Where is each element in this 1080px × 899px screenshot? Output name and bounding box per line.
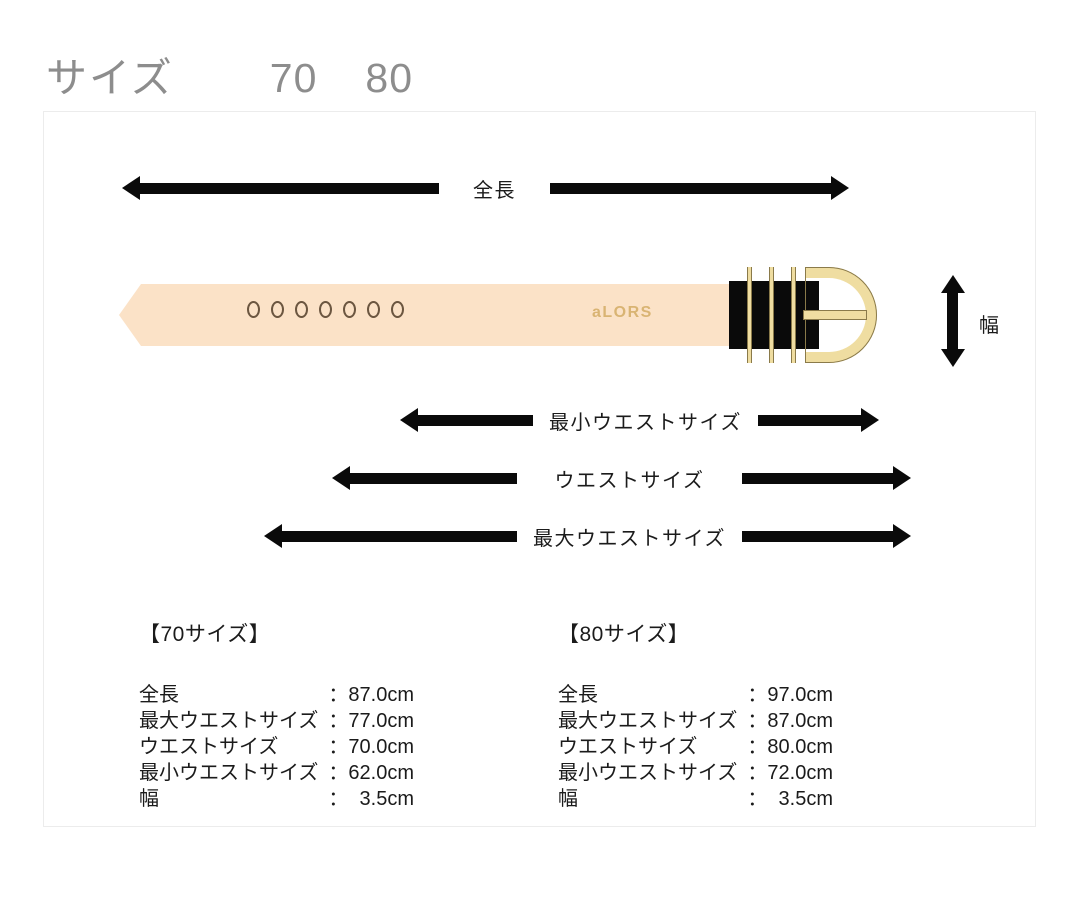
spec-value: 80.0cm — [767, 736, 833, 758]
arrow-right-waist — [742, 472, 894, 484]
arrow-right-max-waist — [742, 530, 894, 542]
measure-row-total-length: 全長 — [121, 171, 868, 205]
belt-holes-group — [247, 301, 404, 318]
belt-hole — [295, 301, 308, 318]
spec-colon: ： — [328, 762, 349, 784]
measure-row-max-waist: 最大ウエストサイズ — [263, 519, 929, 553]
table-row: 最小ウエストサイズ ： 72.0cm — [558, 760, 833, 786]
spec-colon: ： — [328, 736, 349, 758]
spec-value: 62.0cm — [348, 762, 414, 784]
arrow-left-total-length — [139, 182, 439, 194]
size-option-80[interactable]: 80 — [365, 55, 413, 101]
size-diagram-card: 全長 aLORS 幅 最小ウエストサイ — [43, 111, 1036, 827]
table-row: ウエストサイズ ： 80.0cm — [558, 734, 833, 760]
spec-colon: ： — [747, 736, 768, 758]
measure-row-waist: ウエストサイズ — [331, 461, 929, 495]
belt-illustration: aLORS — [119, 253, 891, 371]
belt-hole — [391, 301, 404, 318]
keeper-stitch — [747, 267, 752, 363]
measure-row-min-waist: 最小ウエストサイズ — [399, 403, 929, 437]
spec-block-70: 【70サイズ】 全長 ： 87.0cm 最大ウエストサイズ ： 77.0cm ウ… — [139, 618, 414, 812]
spec-value: 72.0cm — [767, 762, 833, 784]
belt-strap — [119, 284, 739, 346]
spec-value: 3.5cm — [359, 788, 414, 810]
belt-hole — [247, 301, 260, 318]
spec-colon: ： — [328, 684, 349, 706]
spec-key: 全長 — [558, 684, 598, 706]
spec-key: 幅 — [558, 788, 578, 810]
keeper-stitch — [791, 267, 796, 363]
arrow-left-min-waist — [417, 414, 533, 426]
spec-value: 87.0cm — [348, 684, 414, 706]
buckle-prong — [803, 310, 867, 320]
spec-table-70: 全長 ： 87.0cm 最大ウエストサイズ ： 77.0cm ウエストサイズ ：… — [139, 682, 414, 812]
spec-value: 87.0cm — [767, 710, 833, 732]
spec-colon: ： — [747, 762, 768, 784]
page-title: サイズ — [46, 55, 174, 101]
table-row: 全長 ： 97.0cm — [558, 682, 833, 708]
spec-key: 全長 — [139, 684, 179, 706]
belt-brand-logo: aLORS — [592, 304, 653, 321]
buckle-ring — [805, 267, 877, 363]
arrow-left-max-waist — [281, 530, 517, 542]
spec-key: 最小ウエストサイズ — [558, 762, 738, 784]
spec-key: 幅 — [139, 788, 159, 810]
spec-colon: ： — [328, 710, 349, 732]
arrow-right-min-waist — [758, 414, 862, 426]
spec-key: ウエストサイズ — [558, 736, 698, 758]
size-option-70[interactable]: 70 — [269, 55, 318, 101]
spec-colon: ： — [747, 684, 768, 706]
spec-value: 3.5cm — [778, 788, 833, 810]
spec-block-80: 【80サイズ】 全長 ： 97.0cm 最大ウエストサイズ ： 87.0cm ウ… — [558, 618, 833, 812]
table-row: 全長 ： 87.0cm — [139, 682, 414, 708]
spec-colon: ： — [747, 710, 768, 732]
spec-value: 70.0cm — [348, 736, 414, 758]
width-indicator: 幅 — [939, 279, 1039, 363]
table-row: 最大ウエストサイズ ： 77.0cm — [139, 708, 414, 734]
label-max-waist: 最大ウエストサイズ — [533, 527, 726, 550]
table-row: 幅 ： 3.5cm — [558, 786, 833, 812]
arrow-right-total-length — [550, 182, 832, 194]
label-min-waist: 最小ウエストサイズ — [549, 411, 742, 434]
arrow-left-waist — [349, 472, 517, 484]
spec-title-70: 【70サイズ】 — [139, 623, 271, 646]
spec-value: 77.0cm — [348, 710, 414, 732]
spec-key: ウエストサイズ — [139, 736, 279, 758]
spec-table-80: 全長 ： 97.0cm 最大ウエストサイズ ： 87.0cm ウエストサイズ ：… — [558, 682, 833, 812]
spec-key: 最大ウエストサイズ — [139, 710, 319, 732]
belt-hole — [319, 301, 332, 318]
table-row: ウエストサイズ ： 70.0cm — [139, 734, 414, 760]
page-header: サイズ 70 80 — [46, 44, 413, 104]
spec-key: 最小ウエストサイズ — [139, 762, 319, 784]
spec-colon: ： — [747, 788, 768, 810]
label-total-length: 全長 — [473, 179, 516, 202]
table-row: 最大ウエストサイズ ： 87.0cm — [558, 708, 833, 734]
label-width: 幅 — [979, 315, 999, 337]
belt-hole — [271, 301, 284, 318]
table-row: 幅 ： 3.5cm — [139, 786, 414, 812]
label-waist: ウエストサイズ — [554, 469, 705, 492]
spec-colon: ： — [328, 788, 349, 810]
belt-hole — [367, 301, 380, 318]
keeper-stitch — [769, 267, 774, 363]
spec-title-80: 【80サイズ】 — [558, 623, 690, 646]
spec-key: 最大ウエストサイズ — [558, 710, 738, 732]
belt-hole — [343, 301, 356, 318]
table-row: 最小ウエストサイズ ： 62.0cm — [139, 760, 414, 786]
belt-buckle — [803, 267, 891, 363]
arrow-vertical-width — [947, 292, 958, 350]
spec-value: 97.0cm — [767, 684, 833, 706]
